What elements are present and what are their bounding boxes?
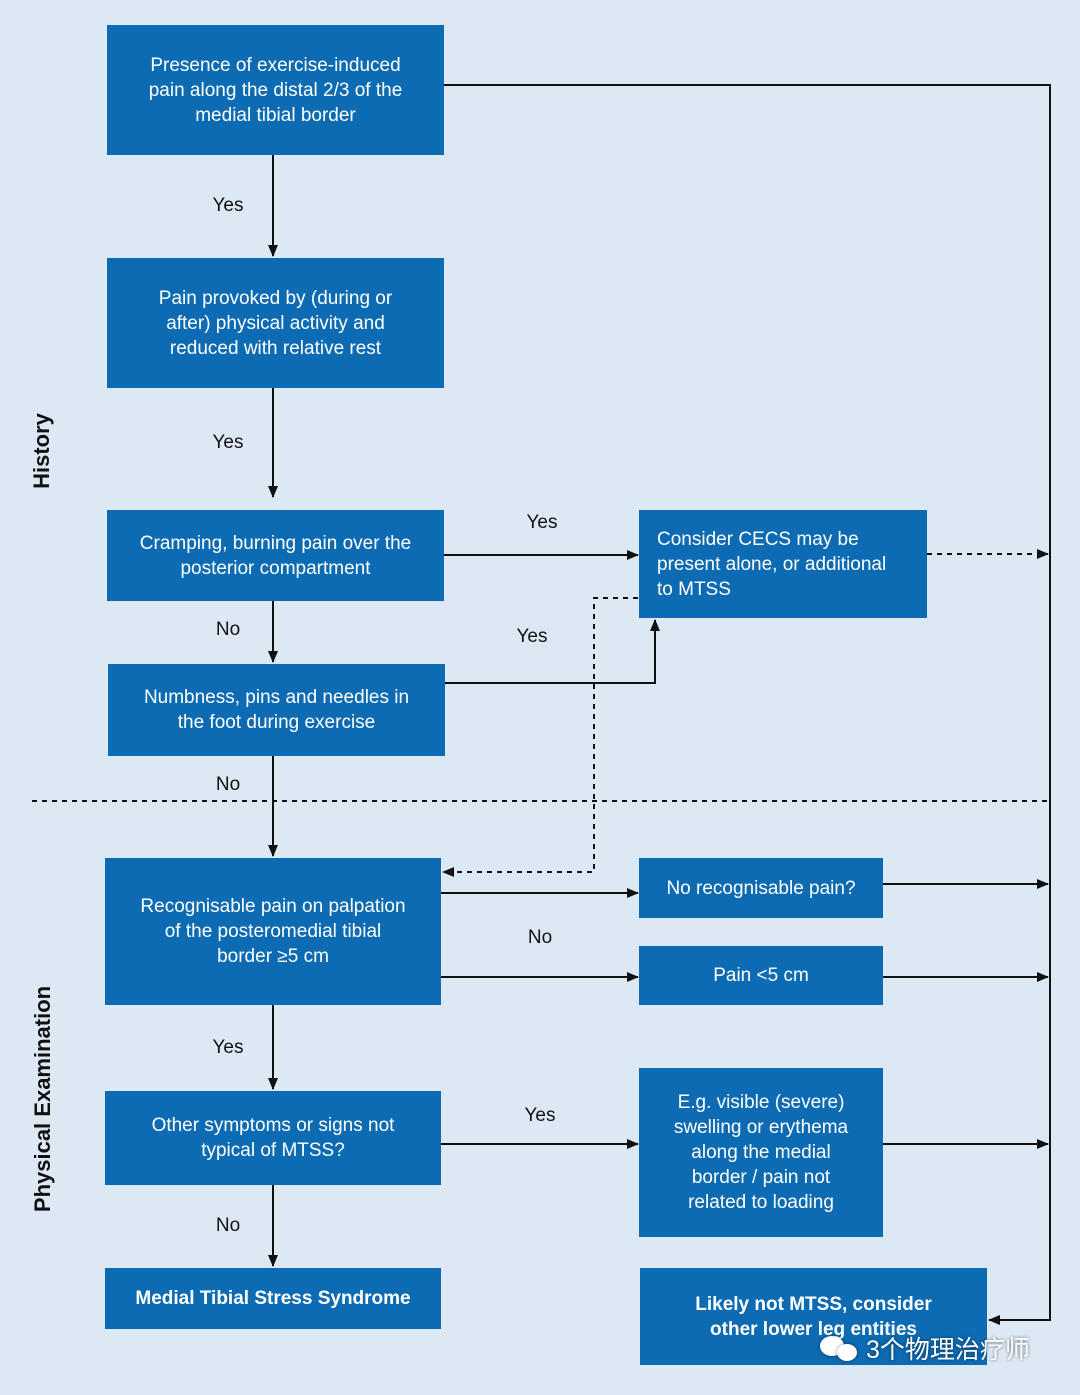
label-yes: Yes [516, 626, 548, 647]
label-no: No [215, 619, 241, 640]
label-yes: Yes [212, 432, 244, 453]
label-yes: Yes [212, 195, 244, 216]
label-yes: Yes [212, 1037, 244, 1058]
label-no: No [527, 927, 553, 948]
box-pain-less-than-5cm: Pain <5 cm [639, 946, 883, 1005]
arrow-box4-to-cecs [444, 619, 660, 684]
box-consider-cecs: Consider CECS may be present alone, or a… [639, 510, 927, 618]
label-yes: Yes [524, 1105, 556, 1126]
box-medial-tibial-stress-syndrome: Medial Tibial Stress Syndrome [105, 1268, 441, 1329]
connector-box1-to-right-bus [444, 84, 1051, 617]
box-likely-not-mtss: Likely not MTSS, consider other lower le… [640, 1268, 987, 1365]
box-eg-visible-swelling: E.g. visible (severe) swelling or erythe… [639, 1068, 883, 1237]
connector-right-bus-to-likely [988, 617, 1051, 1325]
section-label-physical-examination: Physical Examination [30, 985, 55, 1213]
wechat-icon [820, 1334, 860, 1362]
section-label-history: History [29, 413, 54, 489]
box-numbness-pins-needles: Numbness, pins and needles in the foot d… [108, 664, 445, 756]
watermark: 3个物理治疗师 [820, 1330, 1030, 1366]
box-recognisable-pain-palpation: Recognisable pain on palpation of the po… [105, 858, 441, 1005]
dashed-arrow-cecs-to-box5 [442, 597, 638, 877]
label-yes: Yes [526, 512, 558, 533]
label-no: No [215, 1215, 241, 1236]
box-exercise-induced-pain: Presence of exercise-induced pain along … [107, 25, 444, 155]
box-cramping-burning-pain: Cramping, burning pain over the posterio… [107, 510, 444, 601]
label-no: No [215, 774, 241, 795]
box-pain-provoked-activity: Pain provoked by (during or after) physi… [107, 258, 444, 388]
box-other-symptoms: Other symptoms or signs not typical of M… [105, 1091, 441, 1185]
watermark-text: 3个物理治疗师 [866, 1336, 1030, 1364]
box-no-recognisable-pain: No recognisable pain? [639, 858, 883, 918]
